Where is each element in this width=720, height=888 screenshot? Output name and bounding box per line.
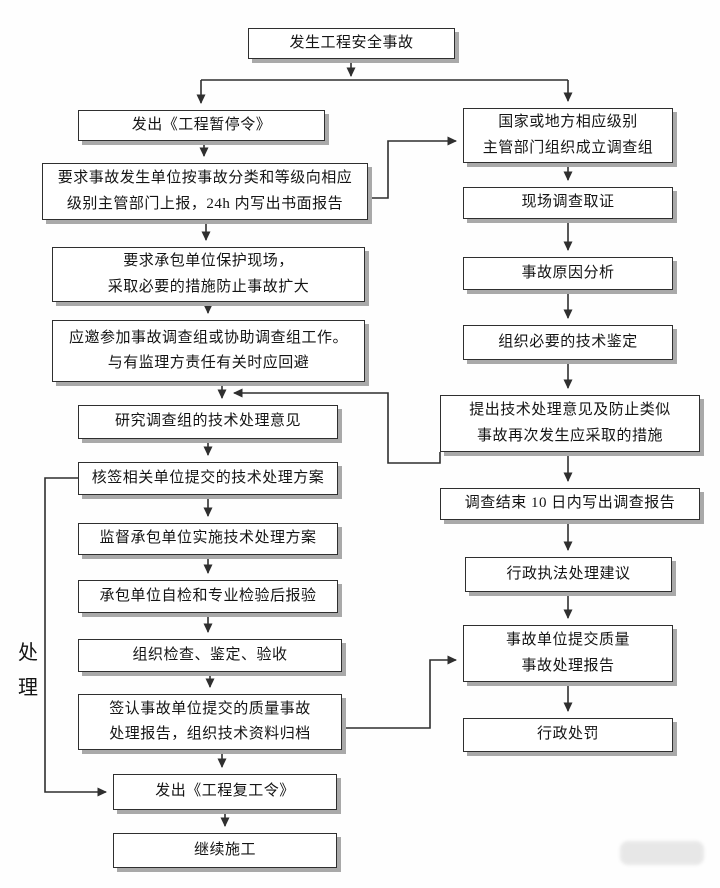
flow-node-submit-accident-report: 事故单位提交质量 事故处理报告 [463, 625, 673, 682]
flow-node-issue-suspension-order: 发出《工程暂停令》 [78, 110, 325, 141]
flow-node-issue-resumption-order: 发出《工程复工令》 [113, 774, 337, 810]
flow-node-form-investigation-team: 国家或地方相应级别 主管部门组织成立调查组 [463, 108, 673, 163]
flow-node-join-investigation: 应邀参加事故调查组或协助调查组工作。 与有监理方责任有关时应回避 [52, 320, 365, 382]
flow-node-site-investigation: 现场调查取证 [463, 187, 673, 219]
flow-node-countersign-technical-plan: 核签相关单位提交的技术处理方案 [78, 462, 338, 495]
watermark [620, 841, 704, 865]
flow-node-study-technical-opinion: 研究调查组的技术处理意见 [78, 405, 338, 439]
connector-report-to-team-elbow [368, 136, 457, 199]
side-label-handling: 处理 [18, 642, 38, 699]
flow-node-countersign-accident-report: 签认事故单位提交的质量事故 处理报告，组织技术资料归档 [78, 694, 342, 750]
flow-node-contractor-self-inspection: 承包单位自检和专业检验后报验 [78, 580, 338, 613]
flow-node-enforcement-suggestion: 行政执法处理建议 [465, 557, 672, 592]
flow-node-cause-analysis: 事故原因分析 [463, 257, 673, 290]
flow-node-propose-measures: 提出技术处理意见及防止类似 事故再次发生应采取的措施 [440, 395, 700, 452]
flow-node-protect-site: 要求承包单位保护现场， 采取必要的措施防止事故扩大 [52, 247, 365, 302]
flow-node-start: 发生工程安全事故 [248, 28, 455, 59]
connector-countersign-plan-to-resumption-loop [44, 477, 107, 797]
flow-node-technical-appraisal: 组织必要的技术鉴定 [463, 325, 673, 360]
flow-node-administrative-penalty: 行政处罚 [463, 718, 673, 752]
flow-node-report-to-authorities: 要求事故发生单位按事故分类和等级向相应 级别主管部门上报，24h 内写出书面报告 [42, 163, 368, 220]
flow-node-continue-construction: 继续施工 [113, 833, 337, 868]
connector-measures-to-study-elbow [233, 388, 441, 464]
flow-node-investigation-report: 调查结束 10 日内写出调查报告 [440, 488, 700, 520]
connector-countersign-report-to-submit-report-elbow [342, 655, 457, 729]
flow-node-organize-inspection-acceptance: 组织检查、鉴定、验收 [78, 639, 342, 672]
flow-node-supervise-implementation: 监督承包单位实施技术处理方案 [78, 523, 338, 555]
